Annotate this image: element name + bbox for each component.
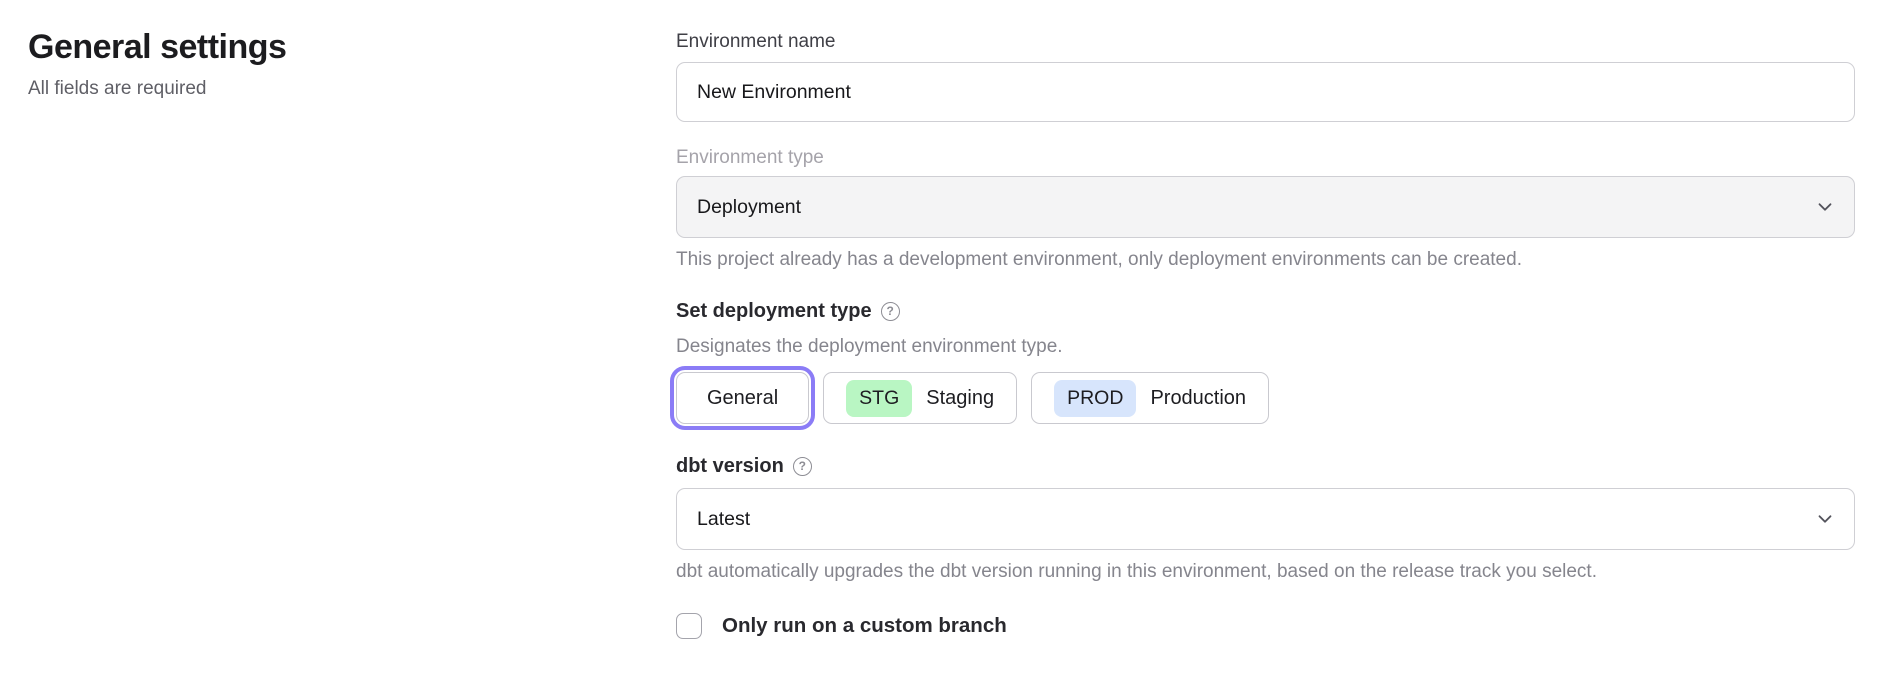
deployment-type-staging-label: Staging [926,386,995,409]
staging-badge: STG [846,379,913,417]
custom-branch-label: Only run on a custom branch [722,614,1007,637]
environment-name-label: Environment name [676,31,836,52]
deployment-type-label: Set deployment type ? [676,299,1855,323]
help-icon[interactable]: ? [880,301,900,321]
environment-type-select[interactable]: Deployment [676,176,1855,238]
chevron-down-icon [1814,508,1836,530]
dbt-version-label-text: dbt version [676,455,784,477]
help-icon[interactable]: ? [792,456,812,476]
page-title: General settings [28,28,287,66]
custom-branch-checkbox[interactable] [676,613,702,639]
dbt-version-select[interactable]: Latest [676,488,1855,550]
environment-type-value: Deployment [697,195,802,218]
environment-name-input[interactable] [676,62,1855,122]
deployment-type-helper: Designates the deployment environment ty… [676,336,1063,357]
dbt-version-value: Latest [697,507,751,530]
deployment-type-general-button[interactable]: General [669,366,816,430]
environment-form: Environment name Environment type Deploy… [669,0,1855,639]
deployment-type-label-text: Set deployment type [676,300,872,322]
general-settings-page: General settings All fields are required… [0,0,1855,639]
environment-type-helper: This project already has a development e… [676,249,1522,270]
deployment-type-options: General STG Staging PROD Production [669,366,1855,430]
deployment-type-general-label: General [707,386,779,409]
settings-header: General settings All fields are required [0,0,676,639]
environment-type-label: Environment type [676,147,824,168]
production-badge: PROD [1054,379,1137,417]
dbt-version-label: dbt version ? [676,454,1855,478]
chevron-down-icon [1814,196,1836,218]
deployment-type-production-button[interactable]: PROD Production [1031,372,1270,424]
page-subtitle: All fields are required [28,78,207,99]
dbt-version-helper: dbt automatically upgrades the dbt versi… [676,561,1597,582]
deployment-type-staging-button[interactable]: STG Staging [823,372,1018,424]
custom-branch-row: Only run on a custom branch [676,613,1855,639]
deployment-type-production-label: Production [1150,386,1247,409]
